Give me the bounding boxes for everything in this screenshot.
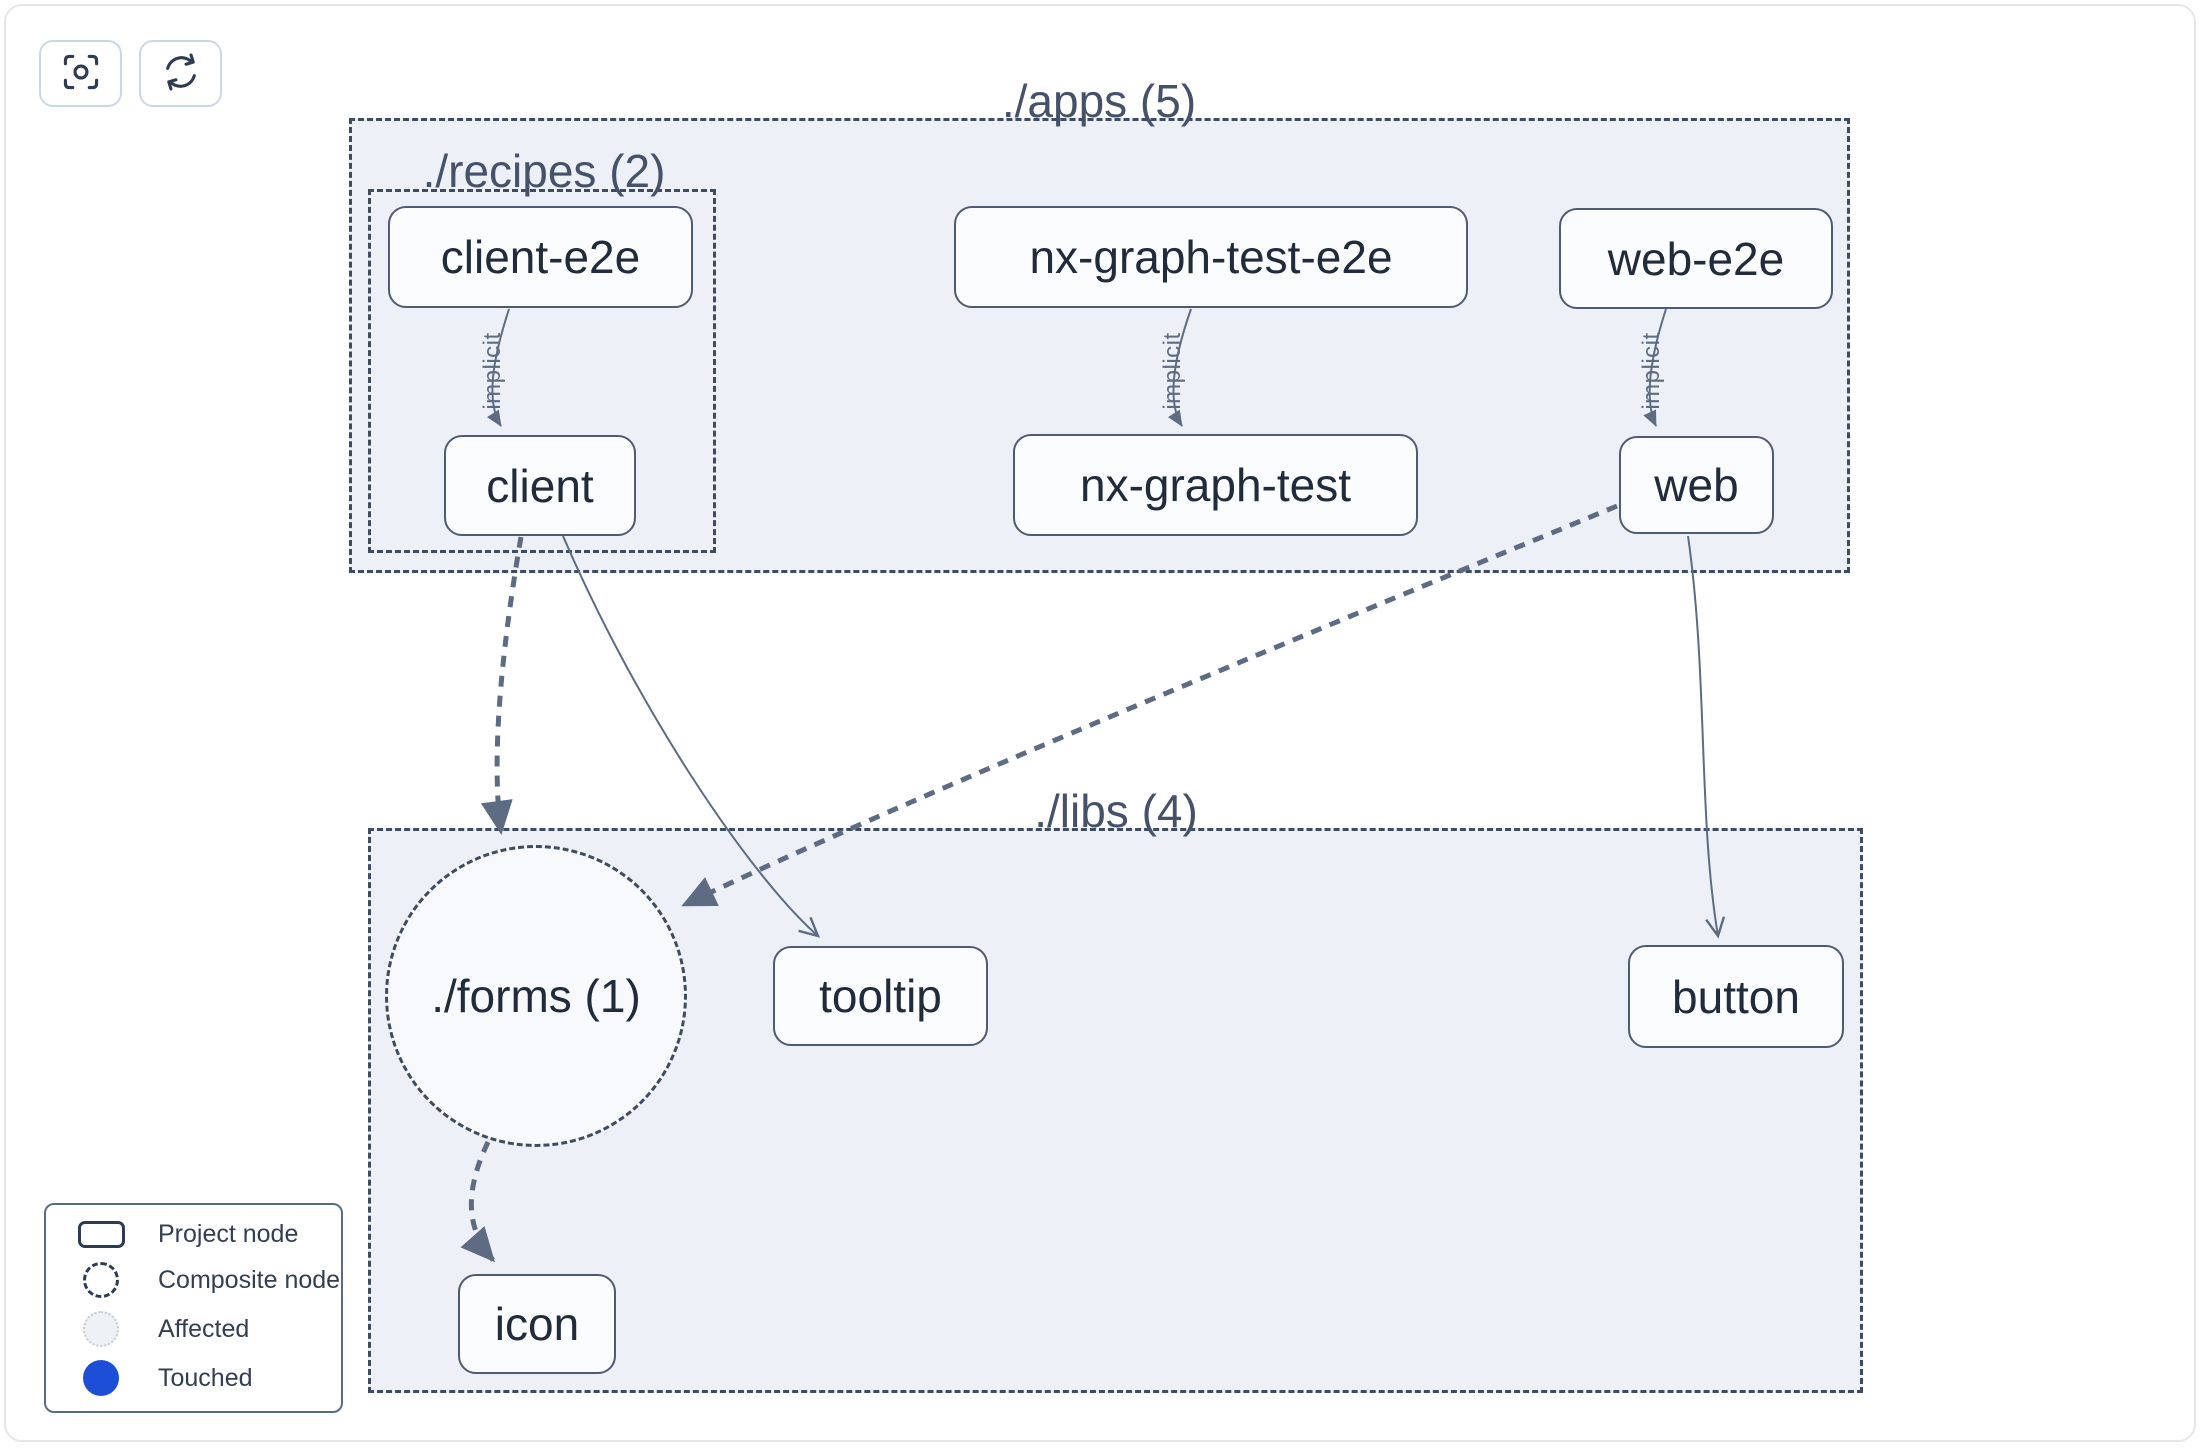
graph-toolbar — [39, 40, 222, 107]
node-nx-graph-test[interactable]: nx-graph-test — [1013, 434, 1418, 536]
graph-canvas: ./apps (5) ./recipes (2) ./libs (4) ./fo… — [4, 4, 2196, 1442]
legend-label: Project node — [158, 1220, 299, 1248]
group-apps-label: ./apps (5) — [1001, 75, 1197, 127]
edge-layer — [460, 308, 1726, 1263]
node-nx-graph-test-e2e[interactable]: nx-graph-test-e2e — [954, 206, 1468, 308]
composite-node-forms[interactable] — [385, 845, 687, 1147]
node-web[interactable]: web — [1619, 436, 1774, 534]
refresh-button[interactable] — [139, 40, 222, 107]
node-client[interactable]: client — [444, 435, 636, 536]
legend-item-affected: Affected — [70, 1311, 341, 1347]
legend-label: Composite node — [158, 1265, 341, 1294]
node-button[interactable]: button — [1628, 945, 1844, 1048]
composite-node-marker — [83, 1262, 119, 1298]
composite-node-forms-label: ./forms (1) — [431, 970, 641, 1022]
legend: Project node Composite node Affected Tou… — [44, 1203, 343, 1413]
group-libs-label: ./libs (4) — [1034, 785, 1198, 837]
legend-item-touched: Touched — [70, 1360, 341, 1396]
edge-label-implicit: implicit — [479, 332, 506, 410]
node-client-e2e[interactable]: client-e2e — [388, 206, 693, 308]
project-node-marker — [77, 1221, 125, 1248]
group-recipes-label: ./recipes (2) — [422, 145, 666, 197]
touched-marker — [83, 1360, 119, 1396]
legend-item-project-node: Project node — [70, 1220, 341, 1249]
center-graph-button[interactable] — [39, 40, 122, 107]
legend-label: Touched — [158, 1363, 253, 1392]
legend-item-composite-node: Composite node — [70, 1262, 341, 1298]
affected-marker — [83, 1311, 119, 1347]
edge-label-implicit: implicit — [1638, 332, 1665, 410]
edge-label-implicit: implicit — [1159, 332, 1186, 410]
center-graph-icon — [59, 50, 103, 97]
refresh-icon — [159, 50, 203, 97]
node-icon[interactable]: icon — [458, 1274, 616, 1374]
group-recipes — [368, 189, 716, 553]
node-web-e2e[interactable]: web-e2e — [1559, 208, 1833, 309]
legend-label: Affected — [158, 1314, 250, 1343]
node-tooltip[interactable]: tooltip — [773, 946, 988, 1046]
